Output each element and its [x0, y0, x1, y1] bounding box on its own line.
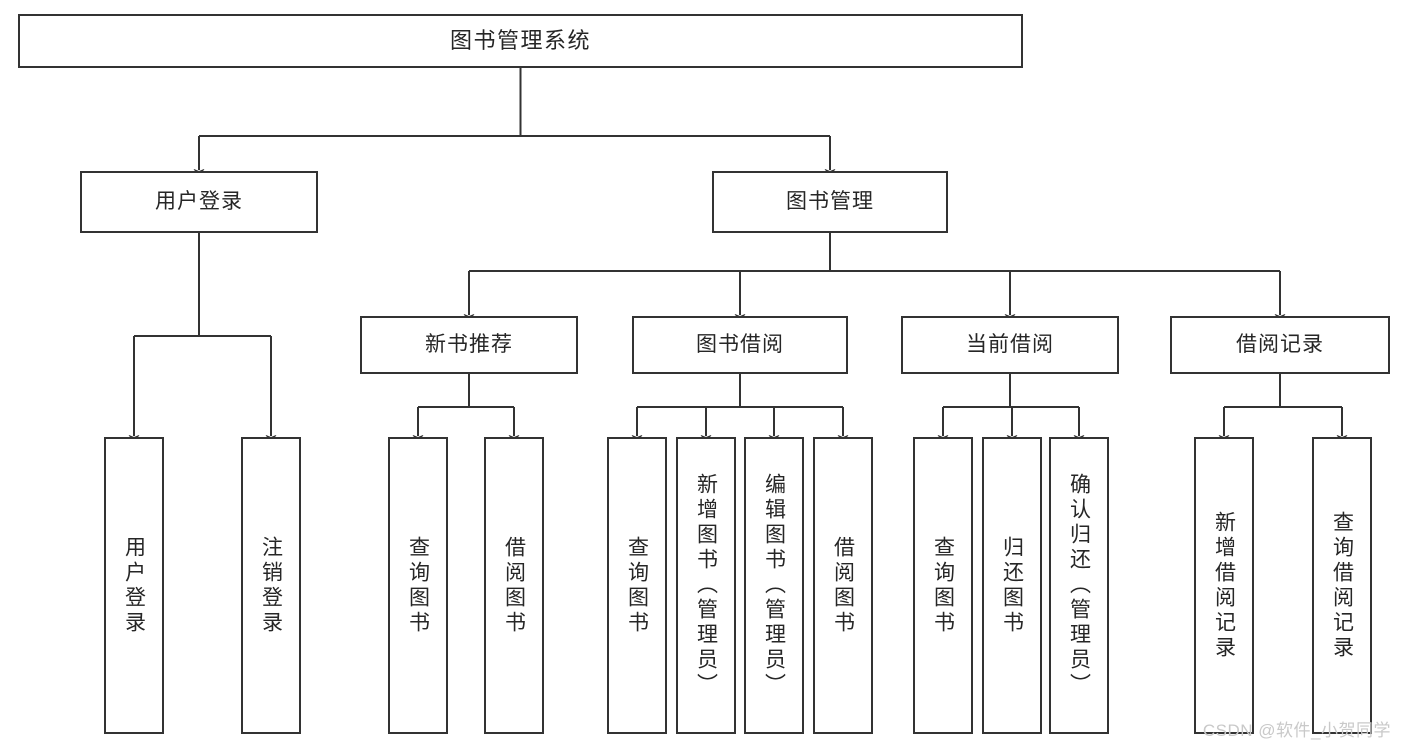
node-newbook[interactable]: 新书推荐 [360, 316, 578, 374]
node-label: 借阅图书 [502, 535, 526, 636]
node-leaf-cur-2[interactable]: 归还图书 [982, 437, 1042, 734]
node-leaf-bor-3[interactable]: 编辑图书（管理员） [744, 437, 804, 734]
node-leaf-login-2[interactable]: 注销登录 [241, 437, 301, 734]
node-label: 查询图书 [625, 535, 649, 636]
node-leaf-login-1[interactable]: 用户登录 [104, 437, 164, 734]
node-label: 图书管理系统 [449, 28, 591, 54]
node-leaf-cur-1[interactable]: 查询图书 [913, 437, 973, 734]
node-leaf-bor-1[interactable]: 查询图书 [607, 437, 667, 734]
node-label: 当前借阅 [966, 332, 1054, 356]
node-label: 借阅记录 [1236, 332, 1324, 356]
node-label: 查询图书 [406, 535, 430, 636]
node-root[interactable]: 图书管理系统 [18, 14, 1023, 68]
node-label: 用户登录 [155, 189, 243, 213]
node-label: 注销登录 [259, 535, 283, 636]
node-label: 新增图书（管理员） [694, 473, 718, 698]
node-leaf-new-1[interactable]: 查询图书 [388, 437, 448, 734]
node-label: 归还图书 [1000, 535, 1024, 636]
node-label: 图书借阅 [696, 332, 784, 356]
node-borrow[interactable]: 图书借阅 [632, 316, 848, 374]
node-bookmgmt[interactable]: 图书管理 [712, 171, 948, 233]
node-label: 借阅图书 [831, 535, 855, 636]
node-leaf-bor-2[interactable]: 新增图书（管理员） [676, 437, 736, 734]
node-label: 查询借阅记录 [1330, 510, 1354, 661]
node-current[interactable]: 当前借阅 [901, 316, 1119, 374]
node-leaf-rec-2[interactable]: 查询借阅记录 [1312, 437, 1372, 734]
node-label: 用户登录 [122, 535, 146, 636]
node-leaf-rec-1[interactable]: 新增借阅记录 [1194, 437, 1254, 734]
node-label: 查询图书 [931, 535, 955, 636]
node-label: 新增借阅记录 [1212, 510, 1236, 661]
node-leaf-bor-4[interactable]: 借阅图书 [813, 437, 873, 734]
node-label: 新书推荐 [425, 332, 513, 356]
node-label: 确认归还（管理员） [1067, 473, 1091, 698]
node-leaf-cur-3[interactable]: 确认归还（管理员） [1049, 437, 1109, 734]
node-records[interactable]: 借阅记录 [1170, 316, 1390, 374]
node-label: 编辑图书（管理员） [762, 473, 786, 698]
edge-lines [128, 68, 1348, 444]
node-login[interactable]: 用户登录 [80, 171, 318, 233]
node-leaf-new-2[interactable]: 借阅图书 [484, 437, 544, 734]
node-label: 图书管理 [786, 189, 874, 213]
